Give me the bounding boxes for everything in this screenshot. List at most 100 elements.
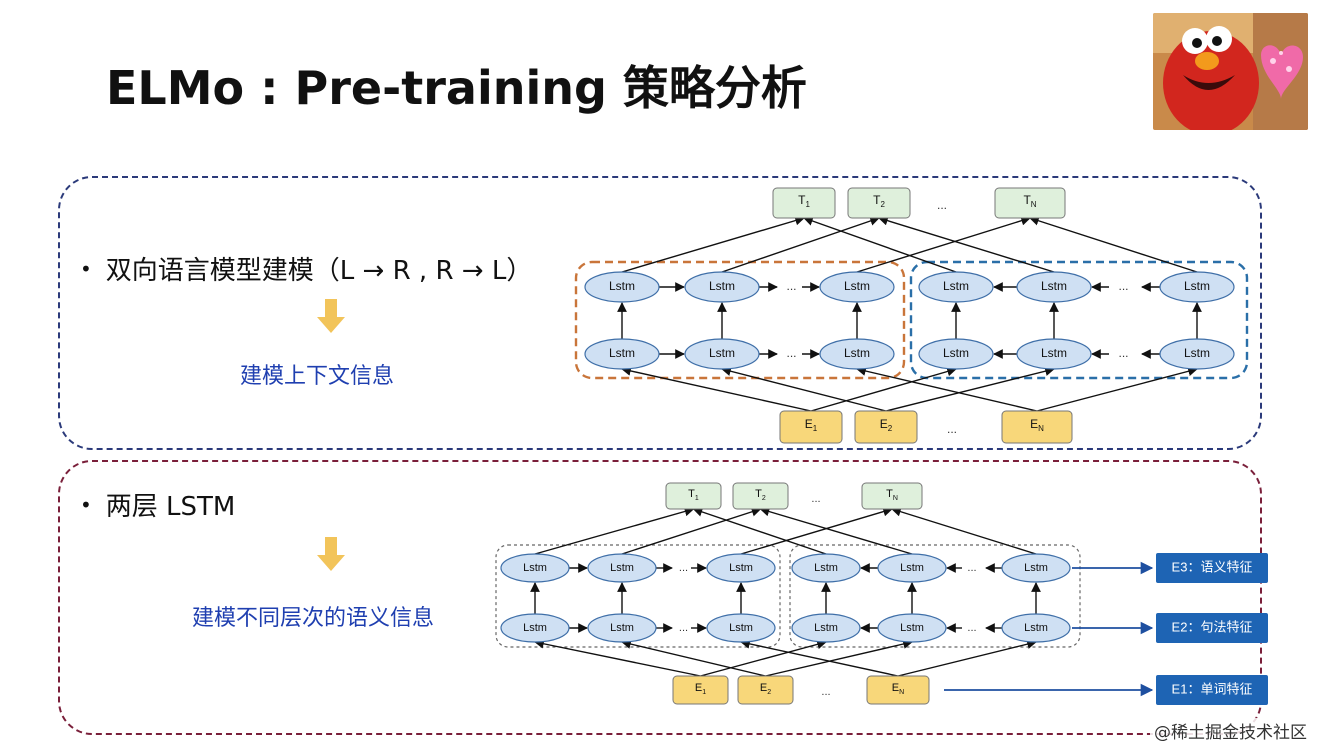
output-box-label: T1 xyxy=(798,193,810,209)
lstm-label: Lstm xyxy=(610,622,634,634)
lstm-cell xyxy=(1016,338,1092,370)
lstm-label: Lstm xyxy=(609,346,635,360)
lstm-cell xyxy=(1001,553,1071,583)
lstm-label: Lstm xyxy=(1024,562,1048,574)
bullet-two-layer-text: 两层 LSTM xyxy=(105,492,236,522)
input-to-backward-arrow xyxy=(885,366,1055,412)
forward-lstm-group xyxy=(495,544,781,648)
input-box xyxy=(672,675,729,705)
lstm-cell xyxy=(587,613,657,643)
watermark: @稀土掘金技术社区 xyxy=(1150,718,1311,743)
backward-to-output-arrow xyxy=(759,506,913,555)
ellipsis: ... xyxy=(1118,346,1128,360)
lstm-label: Lstm xyxy=(900,622,924,634)
lstm-label: Lstm xyxy=(900,562,924,574)
input-to-backward-arrow xyxy=(700,639,827,677)
input-to-backward-arrow xyxy=(1036,366,1198,412)
ellipsis: ... xyxy=(1118,279,1128,293)
section-bottom-frame xyxy=(58,460,1262,735)
output-box xyxy=(847,187,911,219)
forward-to-output-arrow xyxy=(856,215,1031,273)
lstm-label: Lstm xyxy=(609,279,635,293)
forward-to-output-arrow xyxy=(721,216,880,273)
lstm-label: Lstm xyxy=(610,562,634,574)
backward-to-output-arrow xyxy=(878,215,1055,273)
forward-to-output-arrow xyxy=(621,507,762,555)
lstm-label: Lstm xyxy=(709,346,735,360)
input-to-forward-arrow xyxy=(856,366,1038,412)
input-box xyxy=(737,675,794,705)
input-to-forward-arrow xyxy=(721,366,887,412)
lstm-cell xyxy=(877,613,947,643)
lstm-cell xyxy=(500,613,570,643)
output-box-label: T1 xyxy=(688,488,699,502)
output-box-label: T2 xyxy=(755,488,766,502)
lstm-label: Lstm xyxy=(814,622,838,634)
lstm-label: Lstm xyxy=(844,279,870,293)
input-to-backward-arrow xyxy=(897,639,1037,677)
output-box xyxy=(994,187,1066,219)
lstm-label: Lstm xyxy=(1184,279,1210,293)
lstm-cell xyxy=(584,271,660,303)
forward-to-output-arrow xyxy=(621,215,805,273)
ellipsis: ... xyxy=(967,562,976,574)
lstm-cell xyxy=(684,338,760,370)
backward-lstm-group xyxy=(909,260,1249,380)
lstm-cell xyxy=(1159,338,1235,370)
feature-box xyxy=(1156,553,1268,583)
input-box-label: E2 xyxy=(760,682,771,696)
ellipsis: ... xyxy=(937,198,947,212)
lstm-cell xyxy=(706,553,776,583)
lstm-cell xyxy=(584,338,660,370)
backward-lstm-group xyxy=(789,544,1081,648)
ellipsis: ... xyxy=(679,622,688,634)
ellipsis: ... xyxy=(947,422,957,436)
lstm-cell xyxy=(791,553,861,583)
output-box-label: T2 xyxy=(873,193,885,209)
lstm-label: Lstm xyxy=(1041,346,1067,360)
feature-box xyxy=(1156,613,1268,643)
backward-to-output-arrow xyxy=(803,216,957,273)
ellipsis: ... xyxy=(679,562,688,574)
input-box xyxy=(779,410,843,444)
elmo-picture xyxy=(1153,13,1308,130)
lstm-label: Lstm xyxy=(729,622,753,634)
output-box xyxy=(772,187,836,219)
lstm-label: Lstm xyxy=(709,279,735,293)
backward-to-output-arrow xyxy=(891,506,1037,555)
input-box-label: EN xyxy=(892,682,904,696)
output-box xyxy=(665,482,722,510)
output-box-label: TN xyxy=(886,488,898,502)
input-box xyxy=(866,675,930,705)
lstm-label: Lstm xyxy=(1184,346,1210,360)
bullet-bidirectional: •双向语言模型建模（L → R , R → L） xyxy=(80,256,533,286)
backward-to-output-arrow xyxy=(692,507,827,555)
lstm-cell xyxy=(1001,613,1071,643)
lstm-cell xyxy=(877,553,947,583)
ellipsis: ... xyxy=(811,493,820,505)
output-box-label: TN xyxy=(1023,193,1036,209)
input-box xyxy=(854,410,918,444)
page-title: ELMo : Pre-training 策略分析 xyxy=(106,61,807,115)
backward-to-output-arrow xyxy=(1029,216,1198,273)
ellipsis: ... xyxy=(786,279,796,293)
input-box-label: E2 xyxy=(880,417,893,433)
input-box-label: E1 xyxy=(695,682,706,696)
result-context: 建模上下文信息 xyxy=(240,364,395,389)
bullet-bidirectional-text: 双向语言模型建模（L → R , R → L） xyxy=(105,256,533,286)
lstm-label: Lstm xyxy=(943,279,969,293)
section-top-frame xyxy=(58,176,1262,450)
lstm-label: Lstm xyxy=(814,562,838,574)
lstm-cell xyxy=(587,553,657,583)
input-to-forward-arrow xyxy=(740,639,899,677)
input-to-backward-arrow xyxy=(765,639,913,677)
lstm-cell xyxy=(500,553,570,583)
feature-label: E3：语义特征 xyxy=(1172,559,1253,574)
lstm-label: Lstm xyxy=(729,562,753,574)
input-box-label: EN xyxy=(1030,417,1044,433)
bullet-two-layer: •两层 LSTM xyxy=(80,492,236,522)
down-arrow-icon xyxy=(317,537,345,571)
lstm-cell xyxy=(1016,271,1092,303)
lstm-label: Lstm xyxy=(943,346,969,360)
